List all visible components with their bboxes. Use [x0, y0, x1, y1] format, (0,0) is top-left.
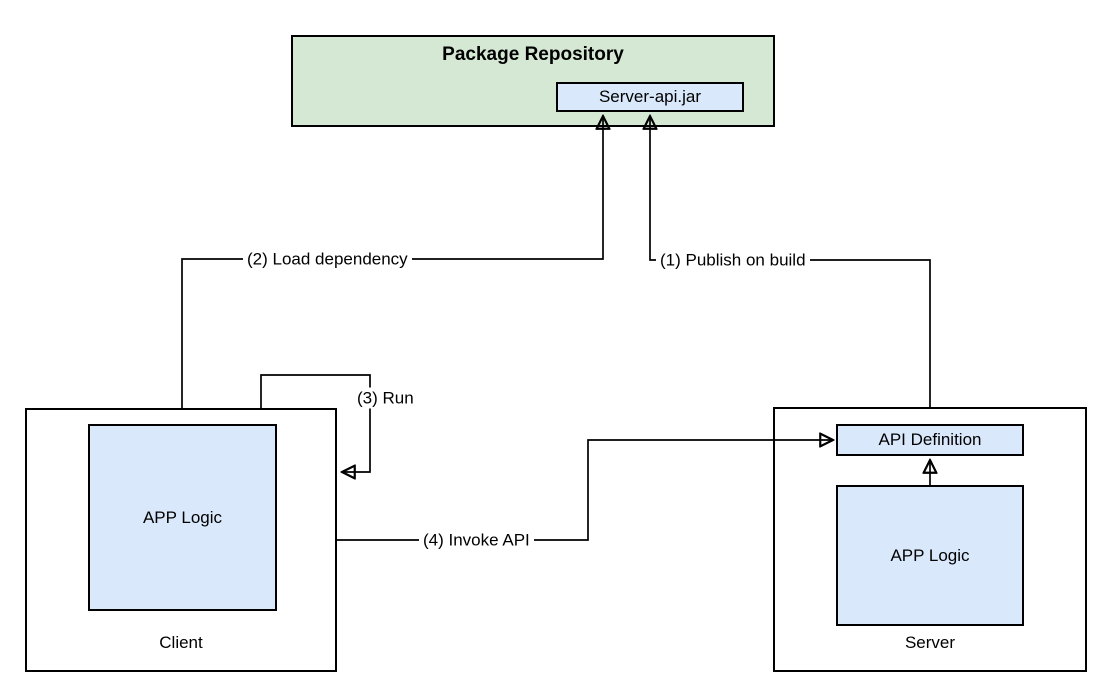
package-repository-title: Package Repository	[442, 44, 624, 65]
server-app-logic-node: APP Logic	[836, 485, 1024, 626]
edge-invoke-api	[337, 440, 833, 541]
api-definition-node: API Definition	[836, 424, 1024, 456]
server-app-logic-label: APP Logic	[890, 545, 970, 565]
client-container-label: Client	[159, 633, 203, 652]
server-container: API Definition APP Logic Server	[773, 407, 1087, 672]
client-app-logic-label: APP Logic	[142, 507, 223, 527]
server-api-jar-label: Server-api.jar	[598, 87, 702, 106]
client-app-logic-node: APP Logic	[88, 424, 277, 611]
package-repository-container: Package Repository Server-api.jar	[291, 35, 775, 127]
api-definition-label: API Definition	[878, 430, 982, 449]
server-api-jar-node: Server-api.jar	[556, 82, 744, 112]
edge-label-load-dependency: (2) Load dependency	[243, 248, 412, 270]
edge-label-invoke-api: (4) Invoke API	[419, 529, 534, 551]
server-container-label: Server	[904, 633, 956, 652]
edge-label-publish-on-build: (1) Publish on build	[656, 249, 810, 271]
client-container: APP Logic Client	[25, 408, 337, 672]
edge-label-run: (3) Run	[353, 387, 418, 409]
